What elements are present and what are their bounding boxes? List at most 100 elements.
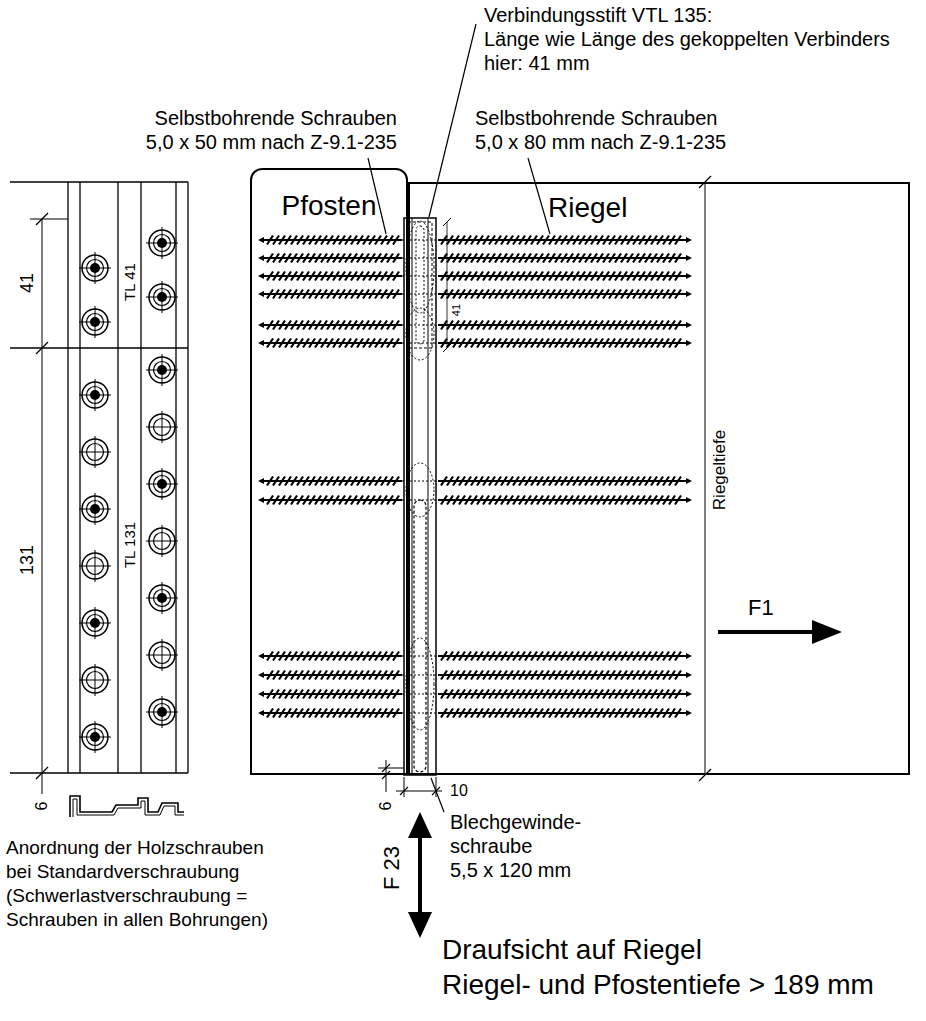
- screw-thread: [267, 690, 399, 699]
- dimension-line: [42, 773, 43, 794]
- wood-screw: [258, 496, 402, 505]
- dimension-line: [705, 182, 706, 775]
- screw-tip: [258, 291, 264, 297]
- connecting-pin: [416, 226, 424, 344]
- wood-screw: [258, 671, 402, 680]
- part-code: TL 131: [121, 520, 139, 570]
- extension-line: [378, 768, 404, 769]
- dimension-tick: [36, 213, 48, 225]
- wood-screw: [258, 236, 402, 245]
- screw-thread: [441, 321, 681, 330]
- plate-profile-line: [79, 182, 80, 773]
- wood-screw: [438, 652, 692, 661]
- wood-screw: [438, 290, 692, 299]
- wood-screw: [258, 690, 402, 699]
- screw-tip: [686, 497, 692, 503]
- arrow-head: [408, 912, 432, 938]
- screw-mark: [90, 390, 100, 400]
- screw-hole: [146, 582, 178, 614]
- wood-screw: [258, 652, 402, 661]
- screw-mark: [157, 707, 167, 717]
- screw-thread: [267, 290, 399, 299]
- screw-tip: [258, 653, 264, 659]
- screw-core: [264, 674, 402, 676]
- wood-screw: [438, 477, 692, 486]
- screw-tip: [258, 691, 264, 697]
- screw-tip: [686, 691, 692, 697]
- hole-axis: [146, 468, 178, 500]
- beam-outline: Riegel: [408, 182, 910, 775]
- screw-mark: [90, 732, 100, 742]
- screw-hole: [146, 696, 178, 728]
- screw-thread: [441, 272, 681, 281]
- screw-hole: [79, 607, 111, 639]
- screw-tip: [258, 255, 264, 261]
- screw-thread: [267, 321, 399, 330]
- hole-axis: [79, 721, 111, 753]
- dimension-label: 10: [448, 781, 470, 800]
- wood-screw: [438, 272, 692, 281]
- plate-profile-line: [175, 182, 176, 773]
- dimension-tick: [432, 787, 440, 795]
- wood-screw: [438, 671, 692, 680]
- screw-mark: [157, 365, 167, 375]
- wood-screw: [258, 254, 402, 263]
- callout-text: Länge wie Länge des gekoppelten Verbinde…: [482, 27, 892, 51]
- screw-thread: [267, 254, 399, 263]
- screw-hole: [79, 436, 111, 468]
- hole-axis: [79, 550, 111, 582]
- screw-mark: [157, 292, 167, 302]
- screw-tip: [258, 340, 264, 346]
- hole-axis: [79, 252, 111, 284]
- screw-tip: [258, 322, 264, 328]
- hole-axis: [79, 607, 111, 639]
- wood-screw: [438, 321, 692, 330]
- screw-thread: [267, 339, 399, 348]
- leader-line: [528, 158, 550, 234]
- note-text: bei Standardverschraubung: [4, 861, 241, 884]
- screw-hole: [79, 252, 111, 284]
- dimension-tick: [400, 787, 408, 795]
- screw-hole: [146, 639, 178, 671]
- hole-axis: [79, 379, 111, 411]
- screw-thread: [441, 236, 681, 245]
- callout-text: 5,0 x 50 mm nach Z-9.1-235: [144, 130, 399, 154]
- dimension-label: 6: [32, 800, 51, 813]
- screw-core: [264, 239, 402, 241]
- callout-text: Selbstbohrende Schrauben: [473, 106, 719, 130]
- wood-screw: [438, 690, 692, 699]
- arrow-head: [408, 812, 432, 838]
- force-arrow: [418, 835, 422, 915]
- part-name: Pfosten: [282, 190, 377, 222]
- hole-axis: [146, 354, 178, 386]
- screw-tip: [686, 291, 692, 297]
- dimension-label: 131: [17, 543, 39, 577]
- force-label: F1: [746, 595, 776, 621]
- screw-thread: [441, 290, 681, 299]
- screw-tip: [686, 710, 692, 716]
- screw-tip: [686, 478, 692, 484]
- plate-joint: [10, 347, 188, 349]
- dimension-tick: [699, 769, 711, 781]
- screw-hole: [146, 281, 178, 313]
- screw-hole: [146, 468, 178, 500]
- coupled-connector: [408, 222, 432, 348]
- screw-mark: [157, 238, 167, 248]
- screw-hole: [79, 379, 111, 411]
- screw-core: [264, 257, 402, 259]
- screw-thread: [441, 477, 681, 486]
- note-text: Anordnung der Holzschrauben: [4, 837, 266, 860]
- hole-axis: [146, 411, 178, 443]
- screw-core: [264, 324, 402, 326]
- screw-thread: [441, 709, 681, 718]
- hole-axis: [146, 696, 178, 728]
- screw-mark: [90, 263, 100, 273]
- force-label: F 23: [379, 844, 405, 892]
- screw-tip: [686, 273, 692, 279]
- callout-text: hier: 41 mm: [482, 51, 592, 75]
- screw-hole: [79, 306, 111, 338]
- screw-mark: [90, 504, 100, 514]
- arrow-head: [812, 620, 842, 644]
- screw-hole: [79, 721, 111, 753]
